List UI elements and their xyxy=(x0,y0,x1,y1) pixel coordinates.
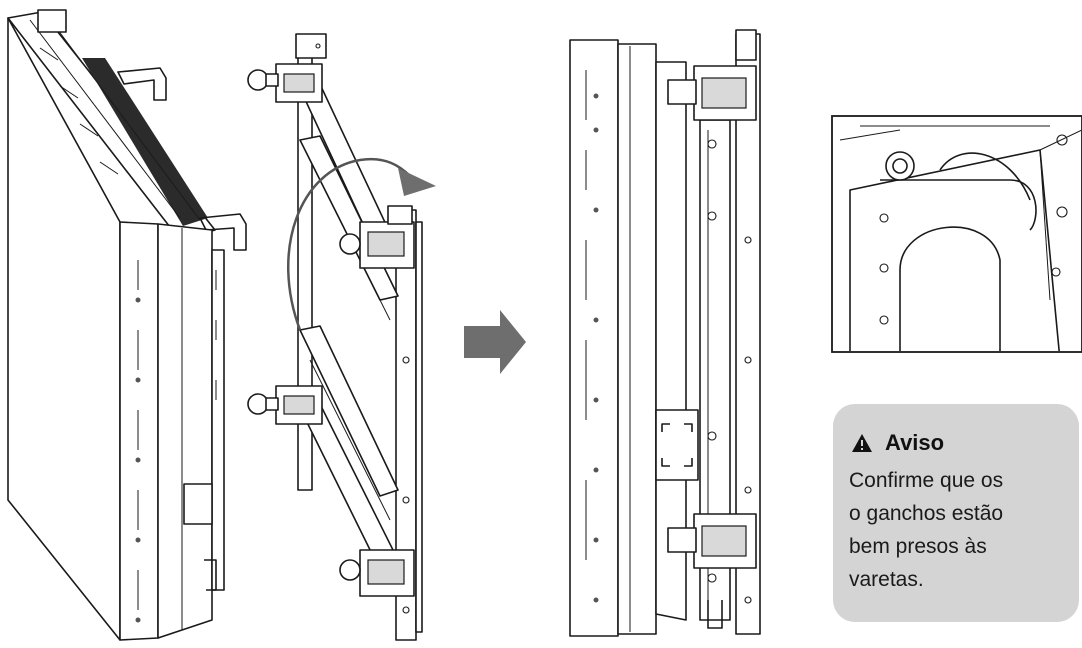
curved-arrow-icon xyxy=(287,157,411,331)
clamp-block-top-left xyxy=(247,63,323,103)
mounted-clamp-bottom xyxy=(667,513,757,629)
plate-hook-top xyxy=(117,67,167,101)
mounted-display-frame xyxy=(569,39,619,637)
warning-title: Aviso xyxy=(885,430,945,455)
warning-title-row: Aviso xyxy=(851,430,944,456)
clamp-block-bottom-left xyxy=(247,385,323,425)
clamp-block-top-right xyxy=(339,205,415,269)
clamp-block-bottom-right xyxy=(339,549,415,597)
warning-icon xyxy=(852,434,872,452)
curved-arrow-head xyxy=(398,168,436,196)
warning-callout: Aviso Confirme que os o ganchos estão be… xyxy=(833,404,1079,622)
warning-message: Confirme que os o ganchos estão bem pres… xyxy=(849,469,1004,591)
vent-strip xyxy=(82,58,208,226)
mounted-clamp-top xyxy=(667,65,757,121)
corner-marker xyxy=(655,409,699,481)
